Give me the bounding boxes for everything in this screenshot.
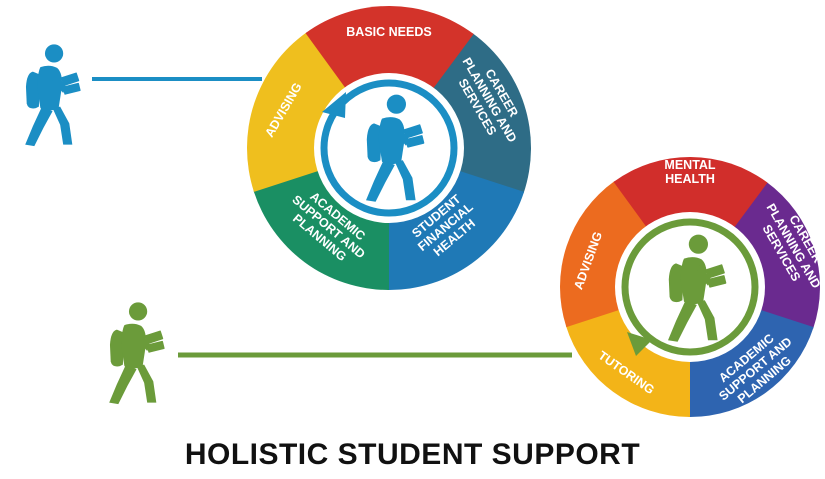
- wheel-1-inner-ring: [320, 79, 458, 217]
- wheel-1-label-academic: ACADEMICSUPPORT ANDPLANNING: [280, 182, 376, 272]
- support-wheel-1: BASIC NEEDS CAREERPLANNING ANDSERVICES S…: [247, 5, 531, 290]
- walking-student-icon: [109, 302, 165, 405]
- diagram-title: HOLISTIC STUDENT SUPPORT: [184, 438, 641, 471]
- circular-arrow-icon: [627, 332, 652, 356]
- circular-arrow-icon: [322, 92, 346, 118]
- wheel-1-label-basic-needs: BASIC NEEDS: [346, 25, 431, 39]
- wheel-2-inner-ring: [621, 218, 759, 356]
- walking-student-icon: [25, 44, 81, 147]
